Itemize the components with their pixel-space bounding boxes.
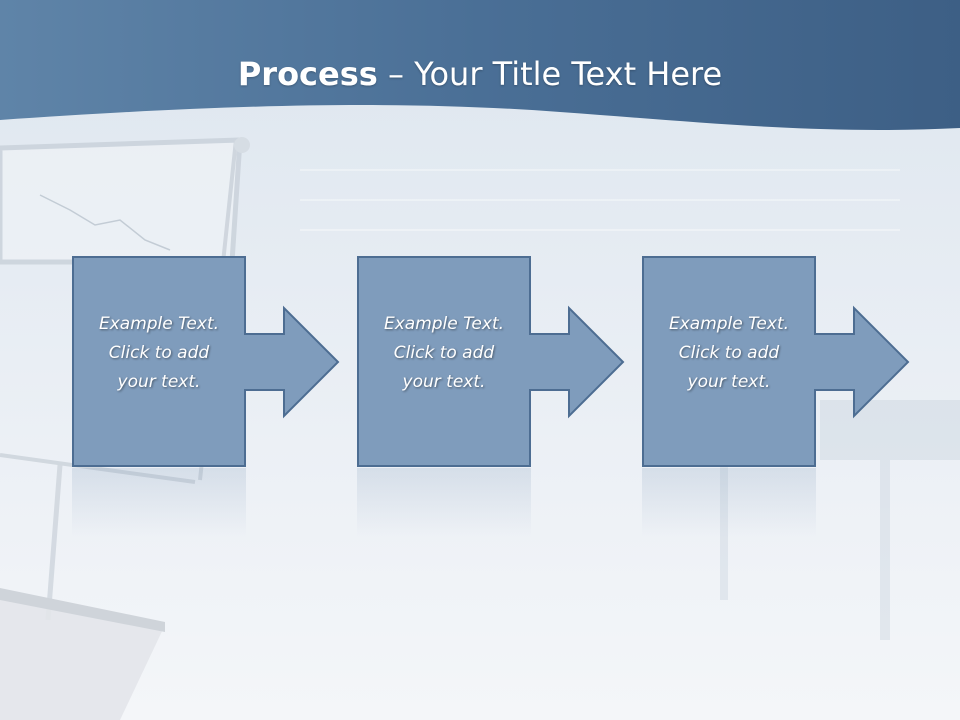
title-bold: Process bbox=[237, 55, 378, 93]
step-text-line: Example Text. bbox=[383, 314, 505, 334]
step-text[interactable]: Example Text. Click to add your text. bbox=[642, 310, 816, 397]
step-text[interactable]: Example Text. Click to add your text. bbox=[72, 310, 246, 397]
whiteboard-image bbox=[0, 137, 250, 621]
title-rest: – Your Title Text Here bbox=[377, 55, 723, 93]
step-reflection bbox=[357, 468, 531, 538]
step-text[interactable]: Example Text. Click to add your text. bbox=[357, 310, 531, 397]
step-arrow-shape bbox=[357, 256, 625, 467]
step-text-line: Click to add bbox=[108, 343, 210, 363]
slide-title[interactable]: Process – Your Title Text Here bbox=[0, 52, 960, 96]
process-step-2[interactable]: Example Text. Click to add your text. bbox=[357, 256, 637, 468]
step-arrow-shape bbox=[72, 256, 340, 467]
process-step-1[interactable]: Example Text. Click to add your text. bbox=[72, 256, 352, 468]
step-text-line: Click to add bbox=[393, 343, 495, 363]
step-text-line: your text. bbox=[402, 372, 486, 392]
step-text-line: your text. bbox=[117, 372, 201, 392]
step-arrow-shape bbox=[642, 256, 910, 467]
step-text-line: Example Text. bbox=[98, 314, 220, 334]
process-step-3[interactable]: Example Text. Click to add your text. bbox=[642, 256, 922, 468]
step-reflection bbox=[642, 468, 816, 538]
step-text-line: Click to add bbox=[678, 343, 780, 363]
step-text-line: your text. bbox=[687, 372, 771, 392]
step-text-line: Example Text. bbox=[668, 314, 790, 334]
step-reflection bbox=[72, 468, 246, 538]
